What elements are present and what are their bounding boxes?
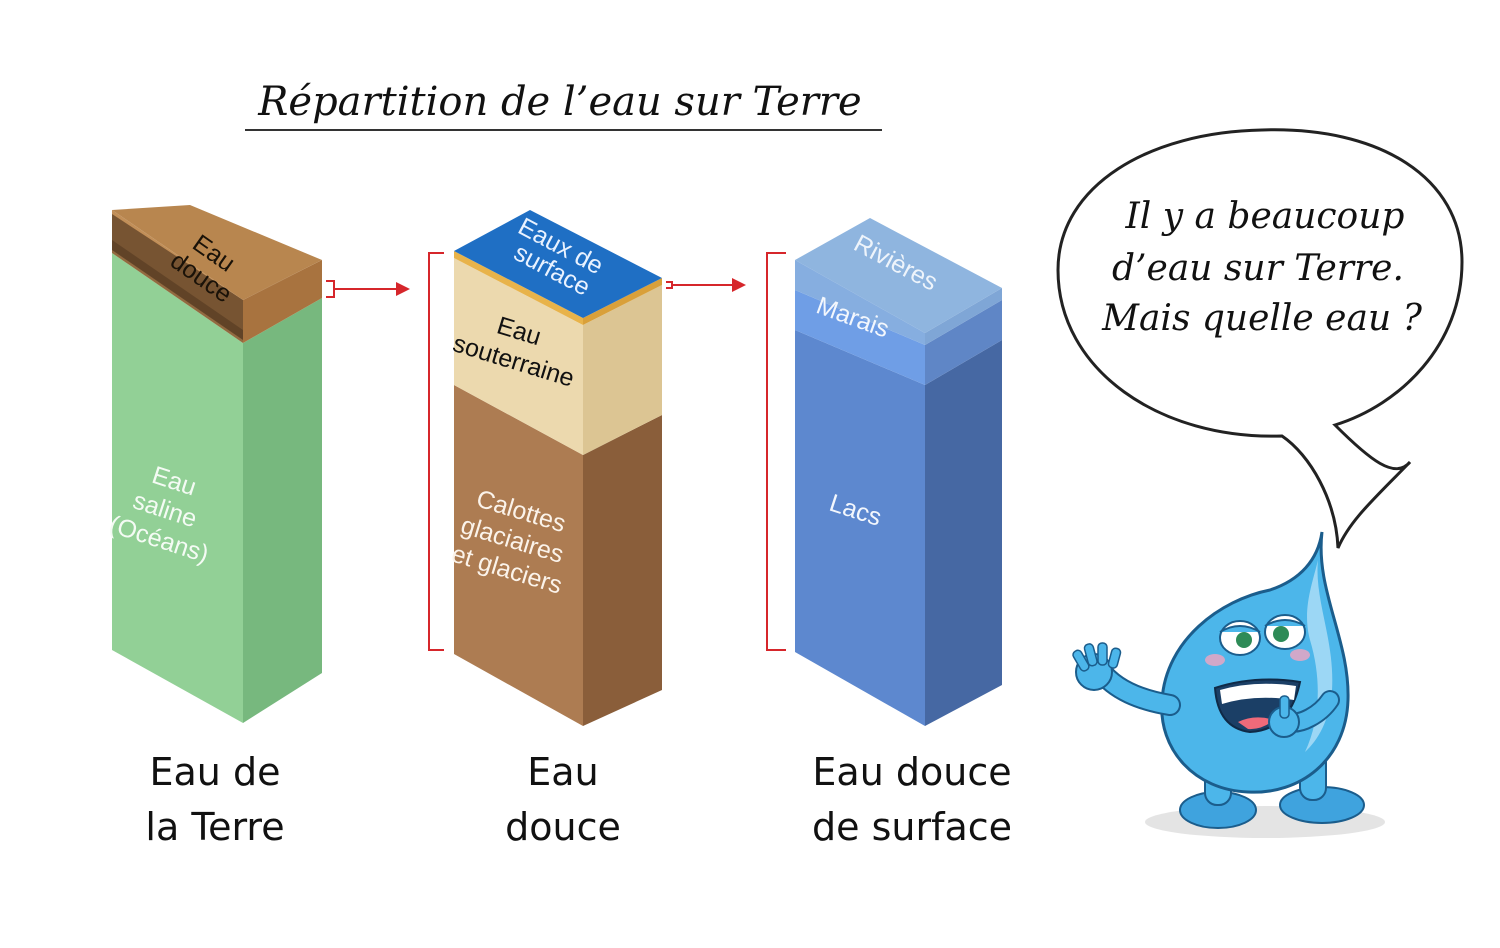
arrow-head-2 [732, 278, 746, 292]
bracket-small-1 [326, 280, 335, 298]
earth-fresh-side [243, 260, 322, 343]
captions: Eau de la Terre Eau douce Eau douce de s… [145, 750, 1012, 849]
page-title: Répartition de l’eau sur Terre [257, 79, 861, 125]
water-drop-mascot-icon [1072, 531, 1385, 838]
underground-side [583, 285, 662, 455]
column-earth-water: Eau douce Eau saline (Océans) [106, 205, 322, 723]
earth-saline-front [112, 253, 243, 723]
caption-col2-line1: Eau [527, 750, 598, 794]
earth-fresh-top [112, 205, 322, 300]
glaciers-front [454, 385, 583, 726]
caption-col1-line2: la Terre [145, 805, 284, 849]
caption-col3-line1: Eau douce [812, 750, 1011, 794]
speech-bubble: Il y a beaucoup d’eau sur Terre. Mais qu… [1056, 128, 1464, 549]
bubble-line3: Mais quelle eau ? [1101, 298, 1422, 339]
lakes-front [795, 330, 925, 726]
connector-2 [666, 252, 786, 651]
bubble-line1: Il y a beaucoup [1125, 196, 1405, 237]
glaciers-side [583, 415, 662, 726]
bracket-large-1 [428, 252, 444, 651]
caption-col1-line1: Eau de [150, 750, 281, 794]
arrow-head-1 [396, 282, 410, 296]
caption-col3-line2: de surface [812, 805, 1012, 849]
column-surface-water: Rivières Marais Lacs [795, 218, 1002, 726]
bracket-large-2 [766, 252, 786, 651]
bubble-line2: d’eau sur Terre. [1112, 248, 1404, 289]
earth-saline-side [243, 298, 322, 723]
title-group: Répartition de l’eau sur Terre [245, 79, 882, 131]
bracket-small-2 [666, 281, 673, 289]
connector-1 [326, 252, 444, 651]
bubble-outline [1056, 128, 1464, 549]
column-fresh-water: Eaux de surface Eau souterraine Calottes… [448, 210, 662, 726]
caption-col2-line2: douce [505, 805, 621, 849]
surface-top [454, 210, 662, 318]
marshes-front [795, 290, 925, 385]
marshes-side [925, 300, 1002, 385]
lakes-side [925, 340, 1002, 726]
underground-front [454, 258, 583, 455]
rivers-top [795, 218, 1002, 333]
